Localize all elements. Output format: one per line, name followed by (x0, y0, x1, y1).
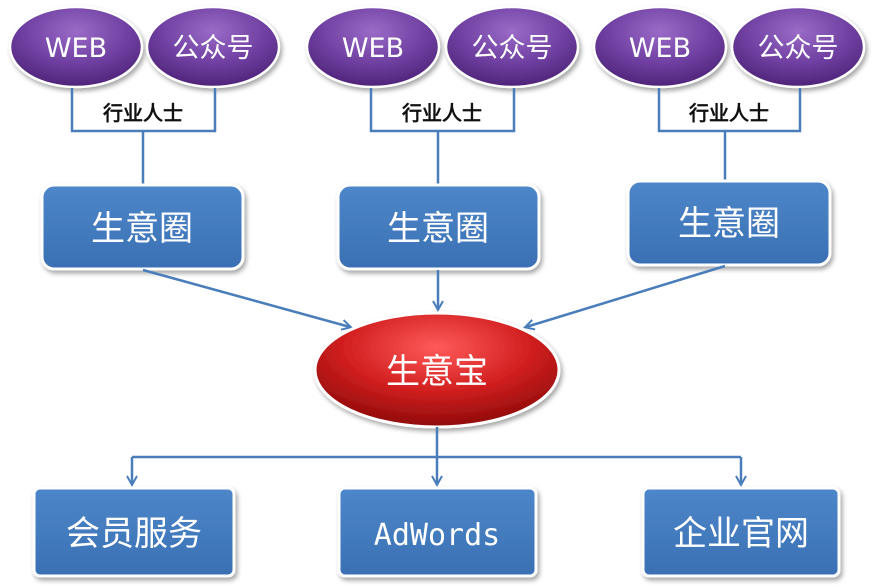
distribution-connector (132, 427, 741, 459)
industry-label: 行业人士 (102, 101, 183, 125)
web-oval (305, 5, 441, 89)
arrow-left-to-hub (142, 268, 350, 327)
bracket-connector (657, 88, 802, 133)
bracket-connector (369, 88, 516, 133)
business-circle-box (626, 179, 832, 267)
wechat-label: 公众号 (472, 33, 553, 64)
arrow-right-to-hub (526, 264, 726, 327)
adwords-label: AdWords (374, 518, 500, 553)
group-1: WEB 公众号 行业人士 生意圈 (8, 5, 281, 271)
web-label: WEB (342, 33, 404, 64)
hub: 生意宝 (313, 311, 561, 429)
official-site-label: 企业官网 (673, 514, 809, 554)
wechat-label: 公众号 (758, 33, 839, 64)
wechat-oval (145, 5, 281, 89)
web-oval (8, 5, 144, 89)
industry-label: 行业人士 (401, 101, 482, 125)
member-services-label: 会员服务 (66, 514, 202, 554)
wechat-oval (730, 5, 866, 89)
member-services-box (32, 486, 236, 578)
group-2: WEB 公众号 行业人士 生意圈 (305, 5, 580, 271)
hub-label: 生意宝 (386, 352, 488, 392)
wechat-oval (444, 5, 580, 89)
business-circle-box (336, 183, 541, 271)
output-official-site: 企业官网 (641, 486, 841, 578)
wechat-label: 公众号 (173, 33, 254, 64)
output-member-services: 会员服务 (32, 486, 236, 578)
official-site-box (641, 486, 841, 578)
web-oval (592, 5, 728, 89)
adwords-box (337, 486, 538, 578)
business-circle-label: 生意圈 (387, 209, 489, 249)
group-3: WEB 公众号 行业人士 生意圈 (592, 5, 866, 267)
business-circle-label: 生意圈 (91, 209, 193, 249)
business-circle-label: 生意圈 (678, 204, 780, 244)
output-adwords: AdWords (337, 486, 538, 578)
business-circle-box (40, 183, 245, 271)
web-label: WEB (629, 33, 691, 64)
industry-label: 行业人士 (688, 101, 769, 125)
web-label: WEB (45, 33, 107, 64)
